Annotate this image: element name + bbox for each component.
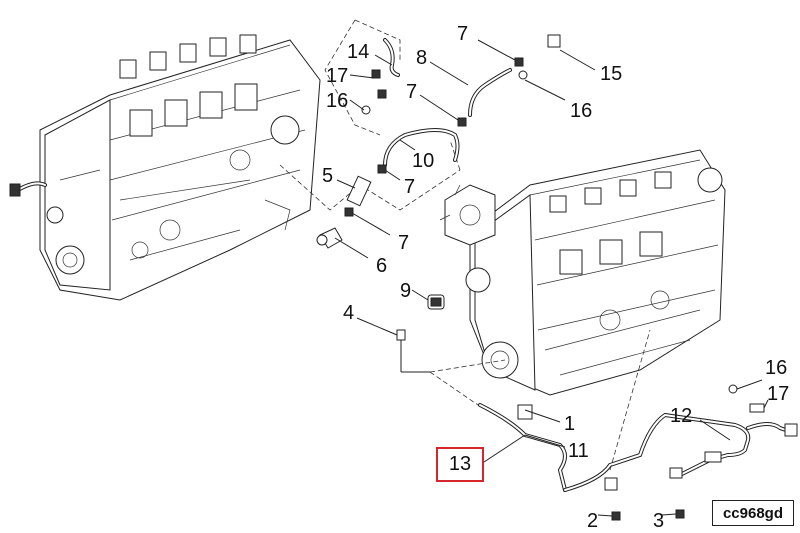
hose-14 [383,38,400,77]
callout-8: 8 [416,47,427,69]
fitting-6 [316,227,343,249]
callout-17b: 17 [767,383,789,405]
callout-9: 9 [400,280,411,302]
callout-11: 11 [568,440,589,462]
callout-numbers: 14 17 16 8 7 15 16 7 10 5 7 7 6 9 4 1 11… [322,23,789,532]
callout-7a: 7 [457,23,468,45]
callout-16b: 16 [570,100,592,122]
callout-7d: 7 [398,232,409,254]
callout-12: 12 [670,405,692,427]
tube-5 [346,175,372,207]
callout-6: 6 [376,255,387,277]
callout-2: 2 [587,510,598,532]
callout-10: 10 [412,150,434,172]
callout-5: 5 [322,165,333,187]
callout-1: 1 [564,413,575,435]
hose-10 [383,128,460,167]
highlighted-callout-13: 13 [436,447,484,482]
hose-8 [468,68,512,117]
callout-15: 15 [600,63,622,85]
fitting-9 [427,294,445,310]
pipe-13-assembly [478,403,567,492]
callout-17a: 17 [326,65,348,87]
callout-7c: 7 [404,176,415,198]
callout-7b: 7 [406,81,417,103]
callout-4: 4 [343,302,354,324]
leader-lines [334,39,769,517]
left-engine-block [9,34,321,301]
callout-3: 3 [653,510,664,532]
small-clamps [344,34,561,217]
figure-code-label: cc968gd [712,500,794,526]
callout-14: 14 [347,41,369,63]
bolts-2-3 [611,509,685,521]
right-engine-block [439,149,726,396]
pipe-12-assembly [563,412,798,492]
bolt-4 [396,329,406,348]
callout-16c: 16 [765,357,787,379]
fittings-16-17-lower [728,384,765,413]
callout-16a: 16 [326,90,348,112]
